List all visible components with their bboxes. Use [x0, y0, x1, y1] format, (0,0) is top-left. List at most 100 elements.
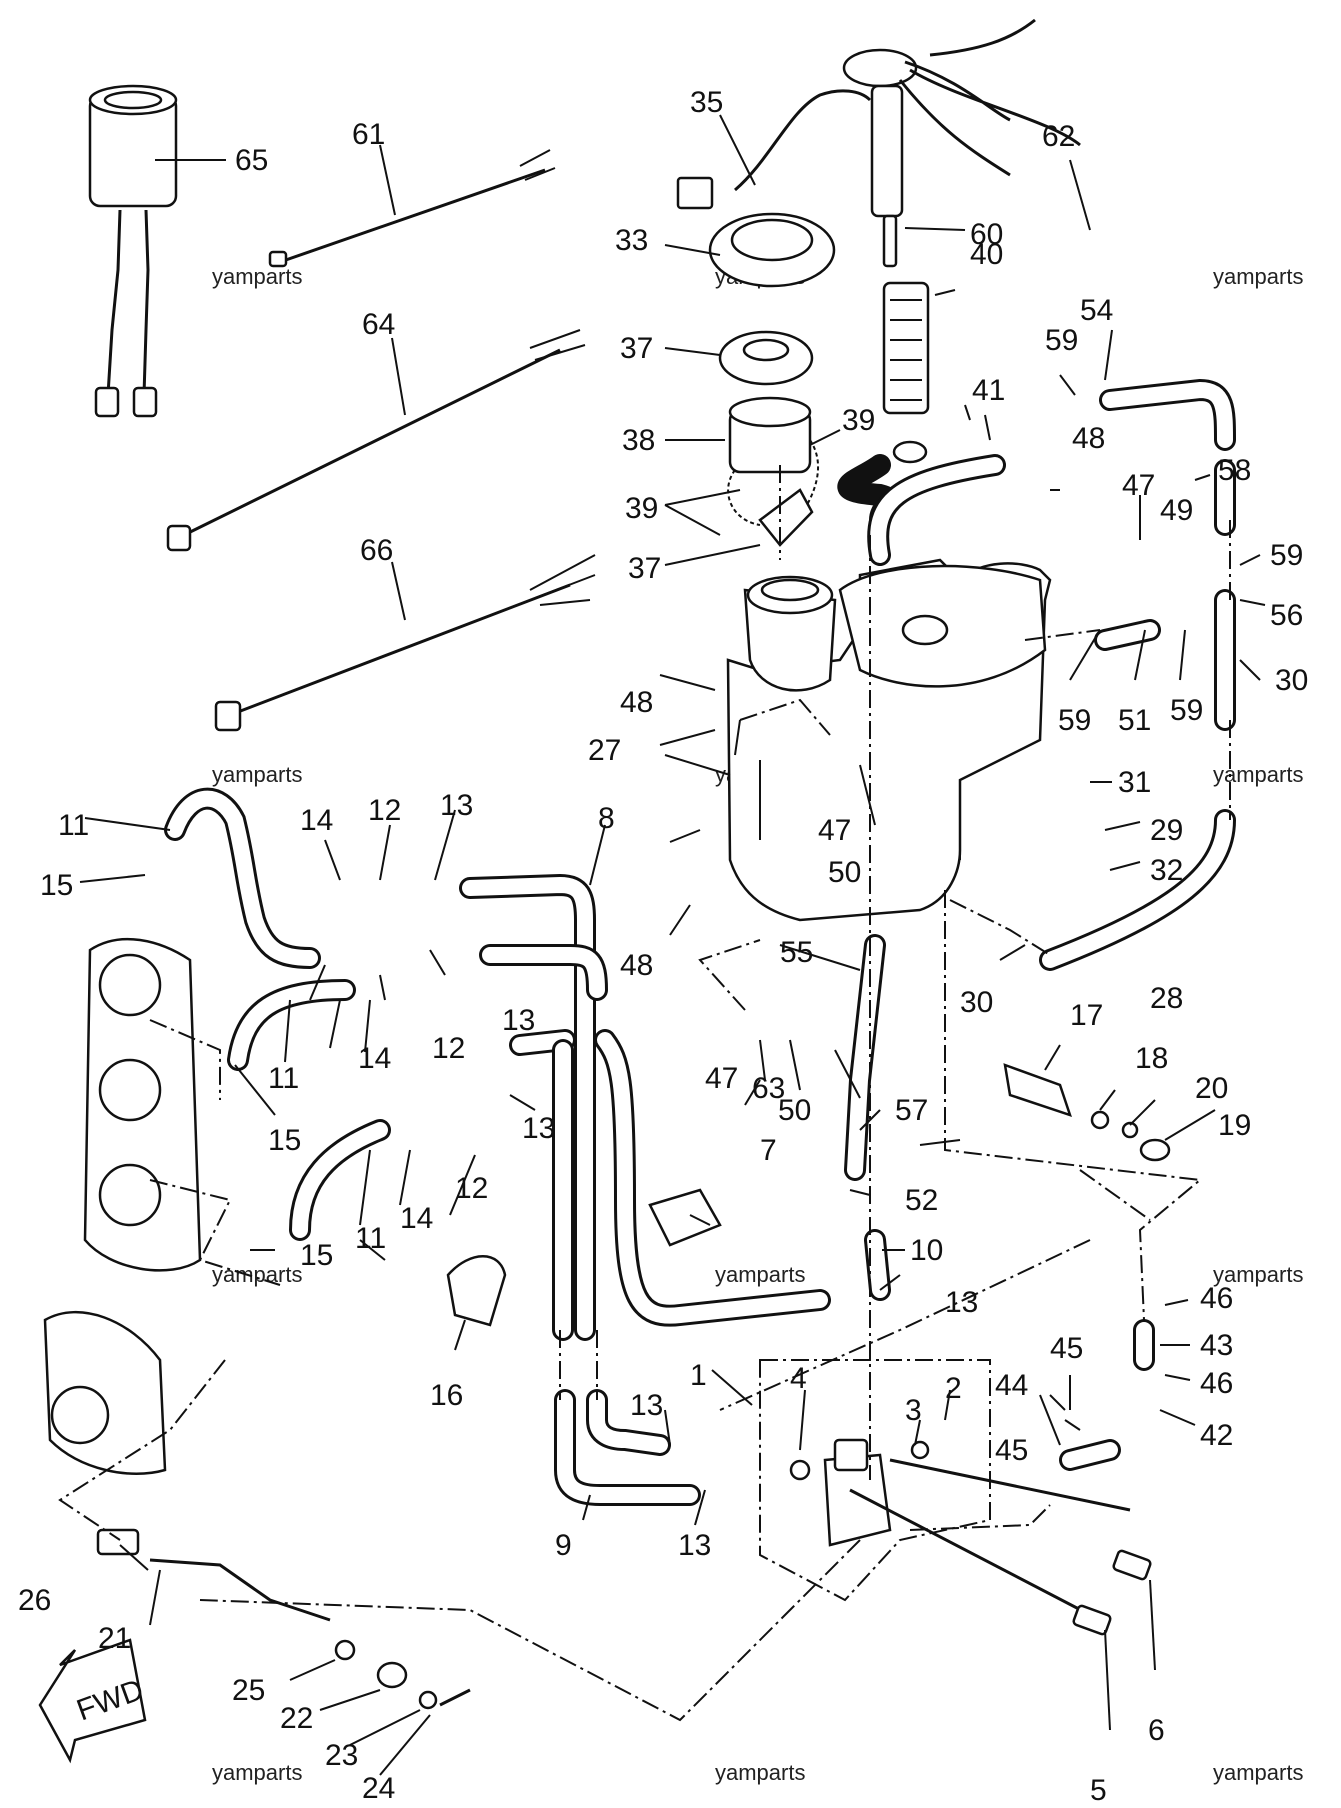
- label-48: 48: [1072, 422, 1105, 455]
- label-13: 13: [522, 1112, 555, 1145]
- label-8: 8: [598, 802, 615, 835]
- label-12: 12: [368, 794, 401, 827]
- label-38: 39: [625, 492, 658, 525]
- lead-wire-66: [229, 583, 571, 717]
- label-52: 52: [905, 1184, 938, 1217]
- label-6: 6: [1148, 1714, 1165, 1747]
- oil-strainer: [882, 281, 930, 415]
- label-44: 44: [995, 1369, 1028, 1402]
- label-50: 50: [778, 1094, 811, 1127]
- label-15: 15: [40, 869, 73, 902]
- label-48: 48: [620, 949, 653, 982]
- label-36: 38: [622, 424, 655, 457]
- label-50: 50: [828, 856, 861, 889]
- label-12: 12: [432, 1032, 465, 1065]
- label-14: 14: [400, 1202, 433, 1235]
- label-7: 7: [760, 1134, 777, 1167]
- oil-pump: [759, 1359, 991, 1602]
- hoses: [164, 378, 1236, 1506]
- label-12: 12: [455, 1172, 488, 1205]
- watermark: yamparts: [1213, 264, 1303, 289]
- label-35: 37: [620, 332, 653, 365]
- watermark: yamparts: [212, 1262, 302, 1287]
- label-64: 64: [362, 308, 395, 341]
- label-2: 2: [945, 1372, 962, 1405]
- label-33: 33: [615, 224, 648, 257]
- label-41: 41: [972, 374, 1005, 407]
- label-46: 46: [1200, 1282, 1233, 1315]
- label-59: 59: [1058, 704, 1091, 737]
- label-63: 63: [752, 1072, 785, 1105]
- label-14: 14: [300, 804, 333, 837]
- label-1: 1: [690, 1359, 707, 1392]
- label-27: 27: [588, 734, 621, 767]
- label-4: 4: [790, 1362, 807, 1395]
- label-47: 47: [705, 1062, 738, 1095]
- label-55: 56: [1270, 599, 1303, 632]
- label-17: 17: [1070, 999, 1103, 1032]
- label-31: 31: [1118, 766, 1151, 799]
- label-21: 21: [98, 1622, 131, 1655]
- label-46: 46: [1200, 1367, 1233, 1400]
- label-39: 39: [842, 404, 875, 437]
- label-57: 58: [1218, 454, 1251, 487]
- wire-34: [734, 89, 872, 192]
- label-45: 45: [995, 1434, 1028, 1467]
- watermark: yamparts: [212, 1760, 302, 1785]
- label-20: 20: [1195, 1072, 1228, 1105]
- label-47: 47: [1122, 469, 1155, 502]
- guide-lines: [58, 465, 1231, 1722]
- label-26: 26: [18, 1584, 51, 1617]
- label-49: 49: [1160, 494, 1193, 527]
- label-58: 59: [1045, 324, 1078, 357]
- label-18: 18: [1135, 1042, 1168, 1075]
- label-13: 13: [678, 1529, 711, 1562]
- label-48: 48: [620, 686, 653, 719]
- label-45: 45: [1050, 1332, 1083, 1365]
- label-66: 66: [360, 534, 393, 567]
- label-34: 35: [690, 86, 723, 119]
- label-13: 13: [440, 789, 473, 822]
- label-62: 62: [1042, 120, 1075, 153]
- label-60: 60: [970, 218, 1003, 251]
- label-28: 28: [1150, 982, 1183, 1015]
- label-11: 11: [58, 809, 89, 842]
- label-11: 11: [268, 1062, 299, 1095]
- label-40: 40: [970, 238, 1003, 271]
- fwd-arrow: FWD: [38, 1638, 148, 1764]
- label-22: 22: [280, 1702, 313, 1735]
- label-59: 59: [1170, 694, 1203, 727]
- watermark: yamparts: [715, 1262, 805, 1287]
- label-13: 13: [945, 1286, 978, 1319]
- label-61: 61: [352, 118, 385, 151]
- label-25: 25: [232, 1674, 265, 1707]
- label-14: 14: [358, 1042, 391, 1075]
- watermark: yamparts: [715, 1760, 805, 1785]
- callout-labels: 65 61 35 62 60 33 40 64 37 54 59 41 48 3…: [18, 86, 1308, 1807]
- lead-wire-61: [279, 168, 546, 264]
- label-65: 65: [235, 144, 268, 177]
- label-15: 15: [268, 1124, 301, 1157]
- label-47: 47: [818, 814, 851, 847]
- label-42: 42: [1200, 1419, 1233, 1452]
- label-24: 24: [362, 1772, 395, 1805]
- label-30: 30: [960, 986, 993, 1019]
- label-16: 16: [430, 1379, 463, 1412]
- part-drawings: FWD: [38, 18, 1236, 1764]
- label-37: 37: [628, 552, 661, 585]
- watermark: yamparts: [1213, 762, 1303, 787]
- label-59: 59: [1270, 539, 1303, 572]
- label-10: 10: [910, 1234, 943, 1267]
- leader-lines: [79, 114, 1266, 1776]
- lead-wire-64: [179, 348, 561, 539]
- label-19: 19: [1218, 1109, 1251, 1142]
- watermark: yamparts: [1213, 1760, 1303, 1785]
- watermark: yamparts: [212, 762, 302, 787]
- label-43: 43: [1200, 1329, 1233, 1362]
- label-53: 54: [1080, 294, 1113, 327]
- label-13: 13: [630, 1389, 663, 1422]
- label-9: 9: [555, 1529, 572, 1562]
- intake-manifold: [83, 937, 202, 1272]
- oil-level-sender: [842, 18, 1081, 268]
